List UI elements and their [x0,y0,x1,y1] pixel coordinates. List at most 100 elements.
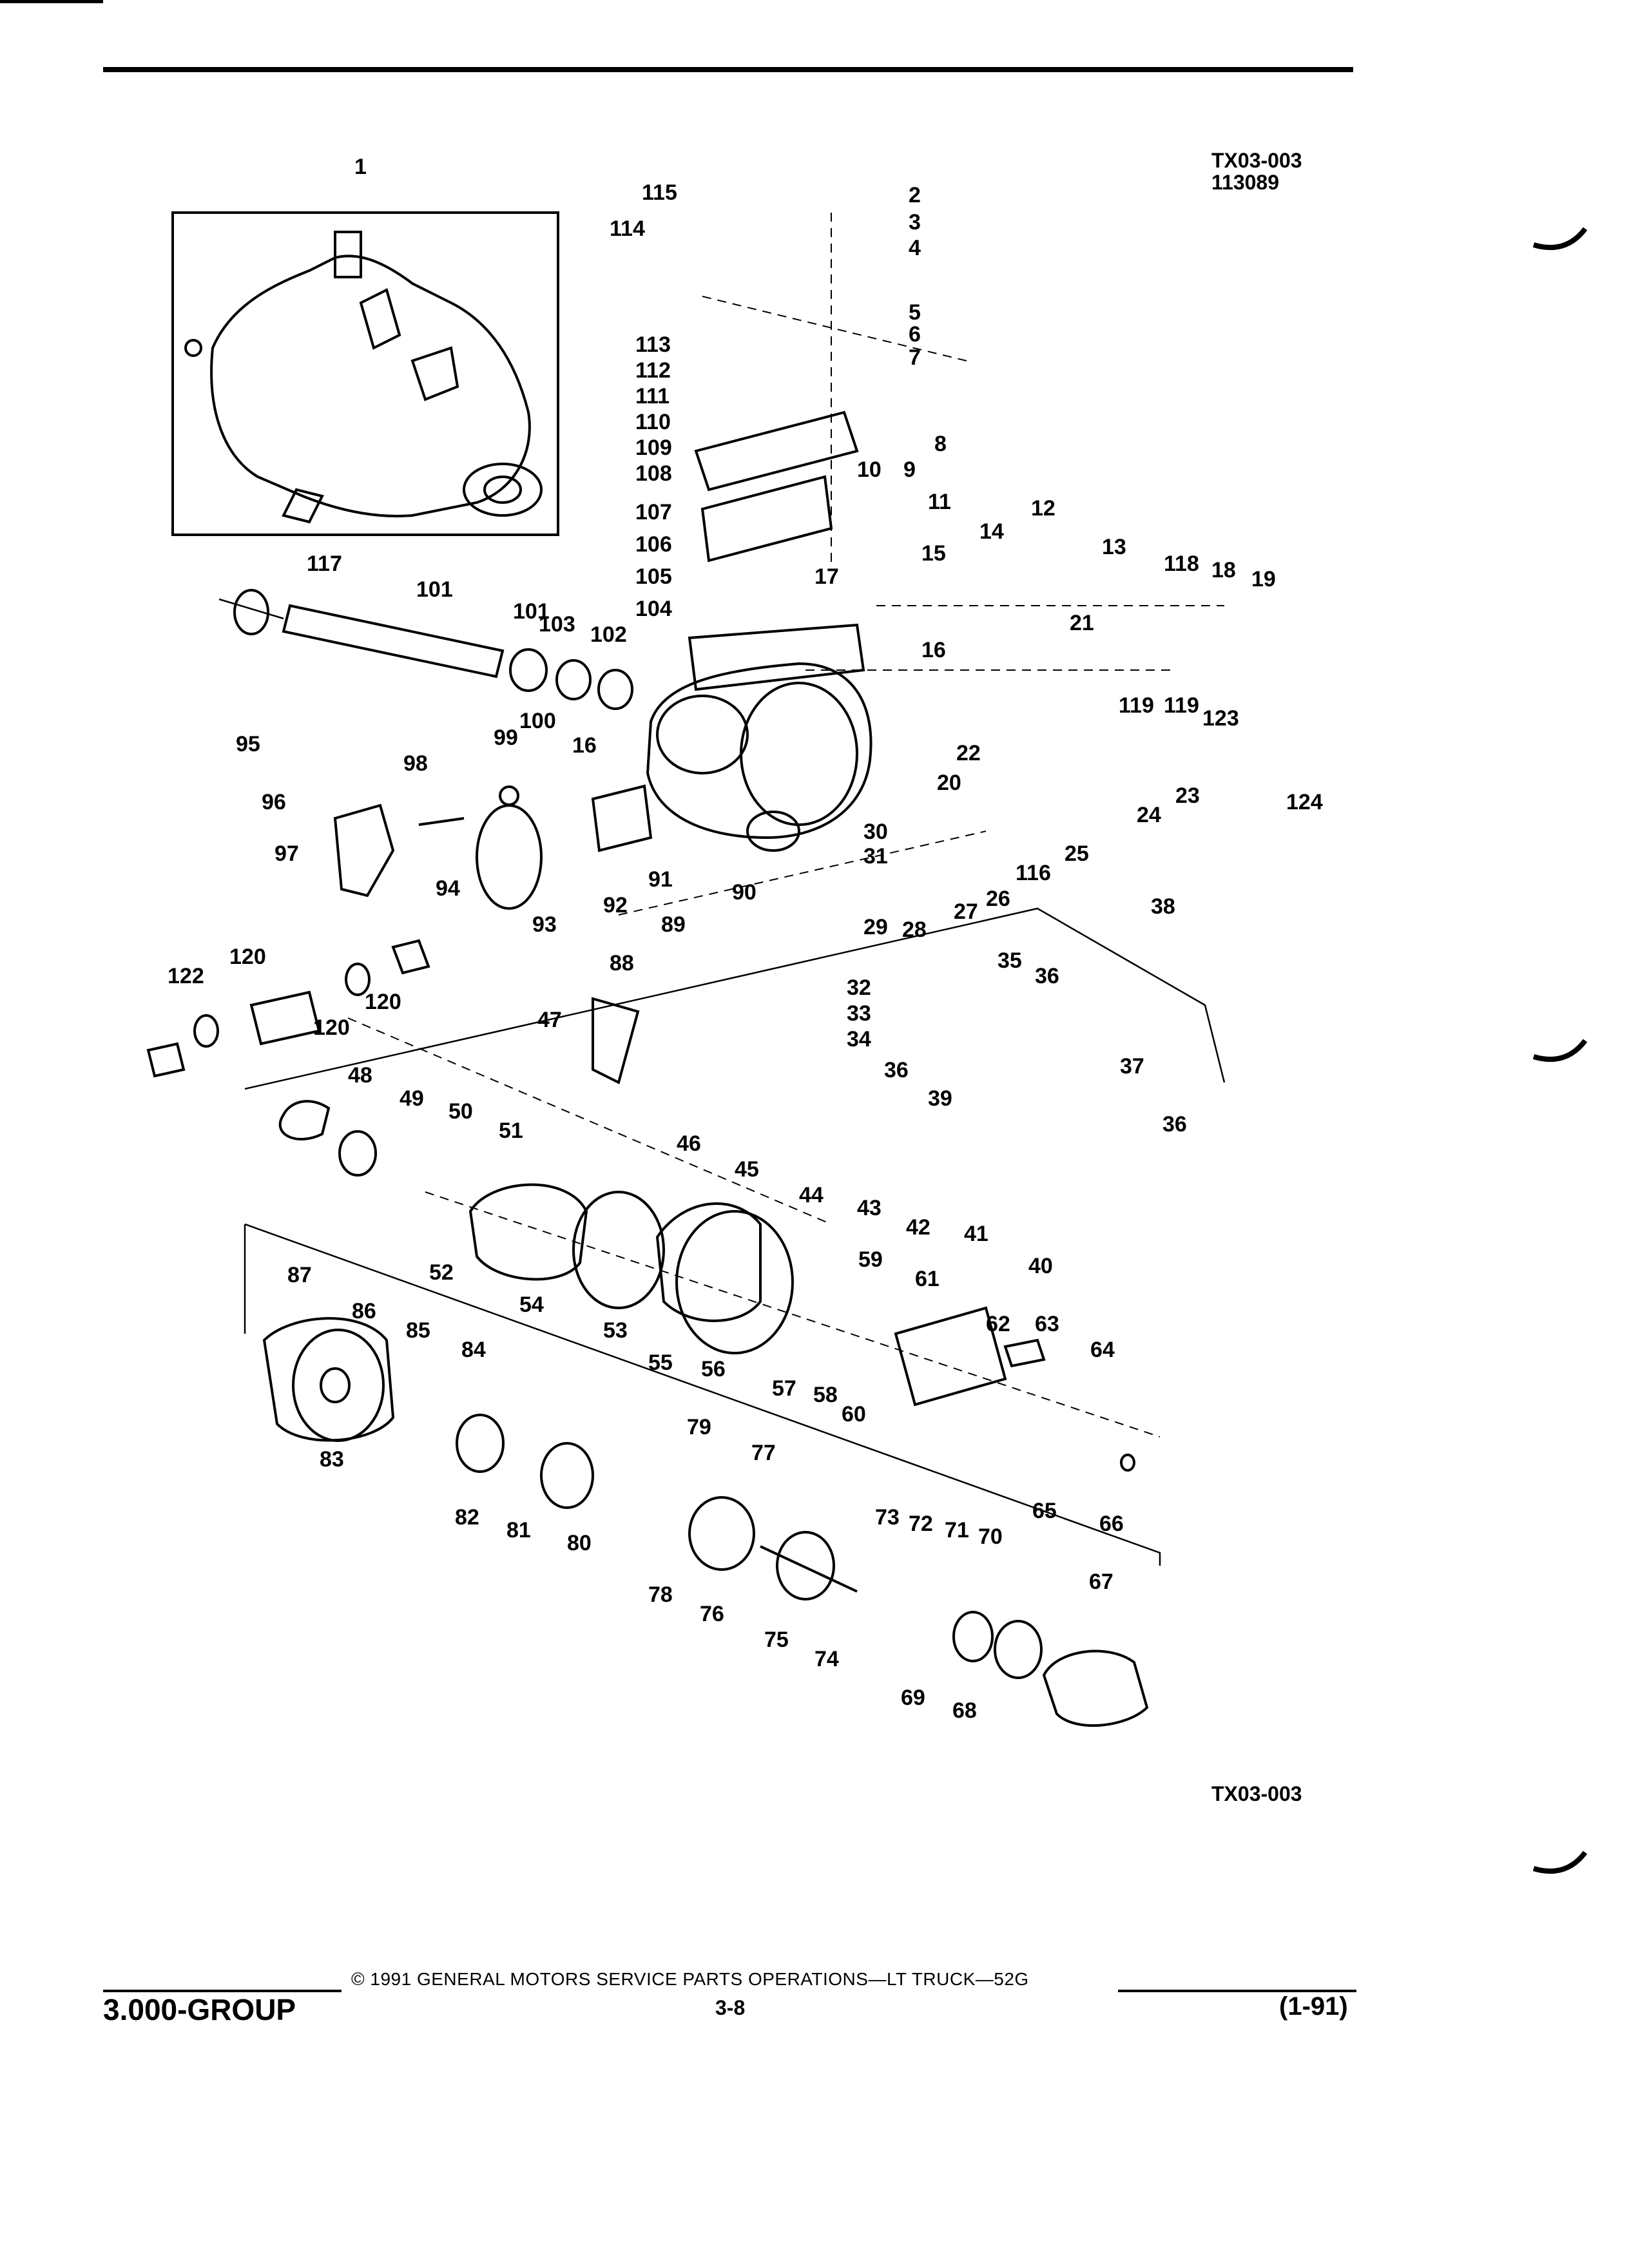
callout: 33 [847,1001,871,1026]
callout: 4 [909,236,921,260]
callout: 120 [229,945,266,969]
callout: 60 [842,1402,866,1427]
callout: 74 [815,1647,839,1671]
callout: 72 [909,1512,933,1536]
cam-ring-group [278,997,794,1354]
callout: 98 [403,751,428,776]
throttle-lever-group [333,784,653,910]
callout: 102 [590,622,627,647]
callout: 117 [307,552,342,576]
callout: 11 [928,490,951,514]
callout: 51 [499,1119,523,1143]
callout: 69 [901,1686,925,1710]
callout: 59 [858,1247,883,1272]
callout: 113 [635,332,671,357]
callout: 123 [1202,706,1239,731]
callout: 5 [909,300,921,325]
callout: 94 [436,876,460,901]
callout: 49 [400,1086,424,1111]
plug-group [146,939,430,1078]
callout: 14 [979,519,1004,544]
callout: 83 [320,1447,344,1472]
callout: 92 [603,893,628,918]
callout: 35 [998,948,1022,973]
callout: 101 [416,577,453,602]
callout: 90 [732,880,757,905]
callout: 61 [915,1267,940,1291]
copyright-line: © 1991 GENERAL MOTORS SERVICE PARTS OPER… [351,1969,1029,1989]
part-callouts: 1 2 3 4 5 6 7 8 9 10 11 12 13 14 15 16 1… [168,155,1323,1723]
callout: 88 [610,951,634,975]
callout: 93 [532,912,557,937]
callout: 68 [952,1698,977,1723]
callout: 85 [406,1318,430,1343]
callout: 1 [354,155,367,179]
footer-rule-right [1118,1990,1356,1992]
callout: 87 [287,1263,312,1287]
callout: 120 [313,1015,350,1040]
callout: 120 [365,990,401,1014]
callout: 3 [909,210,921,235]
callout: 73 [875,1505,900,1530]
callout: 12 [1031,496,1055,521]
callout: 20 [937,771,961,795]
callout: 76 [700,1602,724,1626]
callout: 10 [857,457,882,482]
callout: 36 [1162,1112,1187,1137]
rotor-group [894,1306,1149,1727]
callout: 31 [863,844,888,869]
pump-housing [646,410,872,852]
callout: 2 [909,183,921,207]
callout: 86 [352,1299,376,1323]
page-number: 3-8 [715,1996,746,2019]
callout: 118 [1164,552,1199,576]
drive-shaft [218,589,633,710]
callout: 112 [635,358,671,383]
callout: 24 [1137,803,1161,827]
callout: 77 [751,1441,776,1465]
callout: 34 [847,1027,871,1052]
callout: 56 [701,1357,726,1381]
hydraulic-head-group [262,1317,858,1600]
figure-code: TX03-003 [1211,149,1302,172]
callout: 114 [610,216,645,241]
callout: 107 [635,500,672,524]
callout: 21 [1070,611,1094,635]
callout: 27 [954,899,978,924]
callout: 42 [906,1215,930,1240]
callout: 75 [764,1628,789,1652]
callout: 54 [519,1293,544,1317]
callout: 111 [635,384,670,408]
callout: 46 [677,1131,701,1156]
callout: 63 [1035,1312,1059,1336]
assembly-boundaries [244,213,1226,1566]
callout: 55 [648,1350,673,1375]
callout: 109 [635,436,672,460]
callout: 65 [1032,1499,1057,1523]
callout: 44 [799,1183,824,1207]
callout: 26 [986,887,1010,911]
callout: 41 [964,1222,988,1246]
callout: 89 [661,912,686,937]
figure-code-block: TX03-003 113089 [1211,149,1302,193]
callout: 16 [572,733,597,758]
callout: 110 [635,410,671,434]
callout: 99 [494,726,518,750]
callout: 39 [928,1086,952,1111]
callout: 38 [1151,894,1175,919]
figure-code-bottom: TX03-003 [1211,1782,1302,1805]
callout: 32 [847,975,871,1000]
callout: 64 [1090,1338,1115,1362]
callout: 53 [603,1318,628,1343]
callout: 15 [921,541,946,566]
callout: 122 [168,964,204,988]
callout: 25 [1065,841,1089,866]
callout: 29 [863,915,888,939]
callout: 7 [909,345,921,370]
assembled-pump-inset [171,211,559,536]
callout: 22 [956,741,981,765]
callout: 36 [884,1058,909,1082]
